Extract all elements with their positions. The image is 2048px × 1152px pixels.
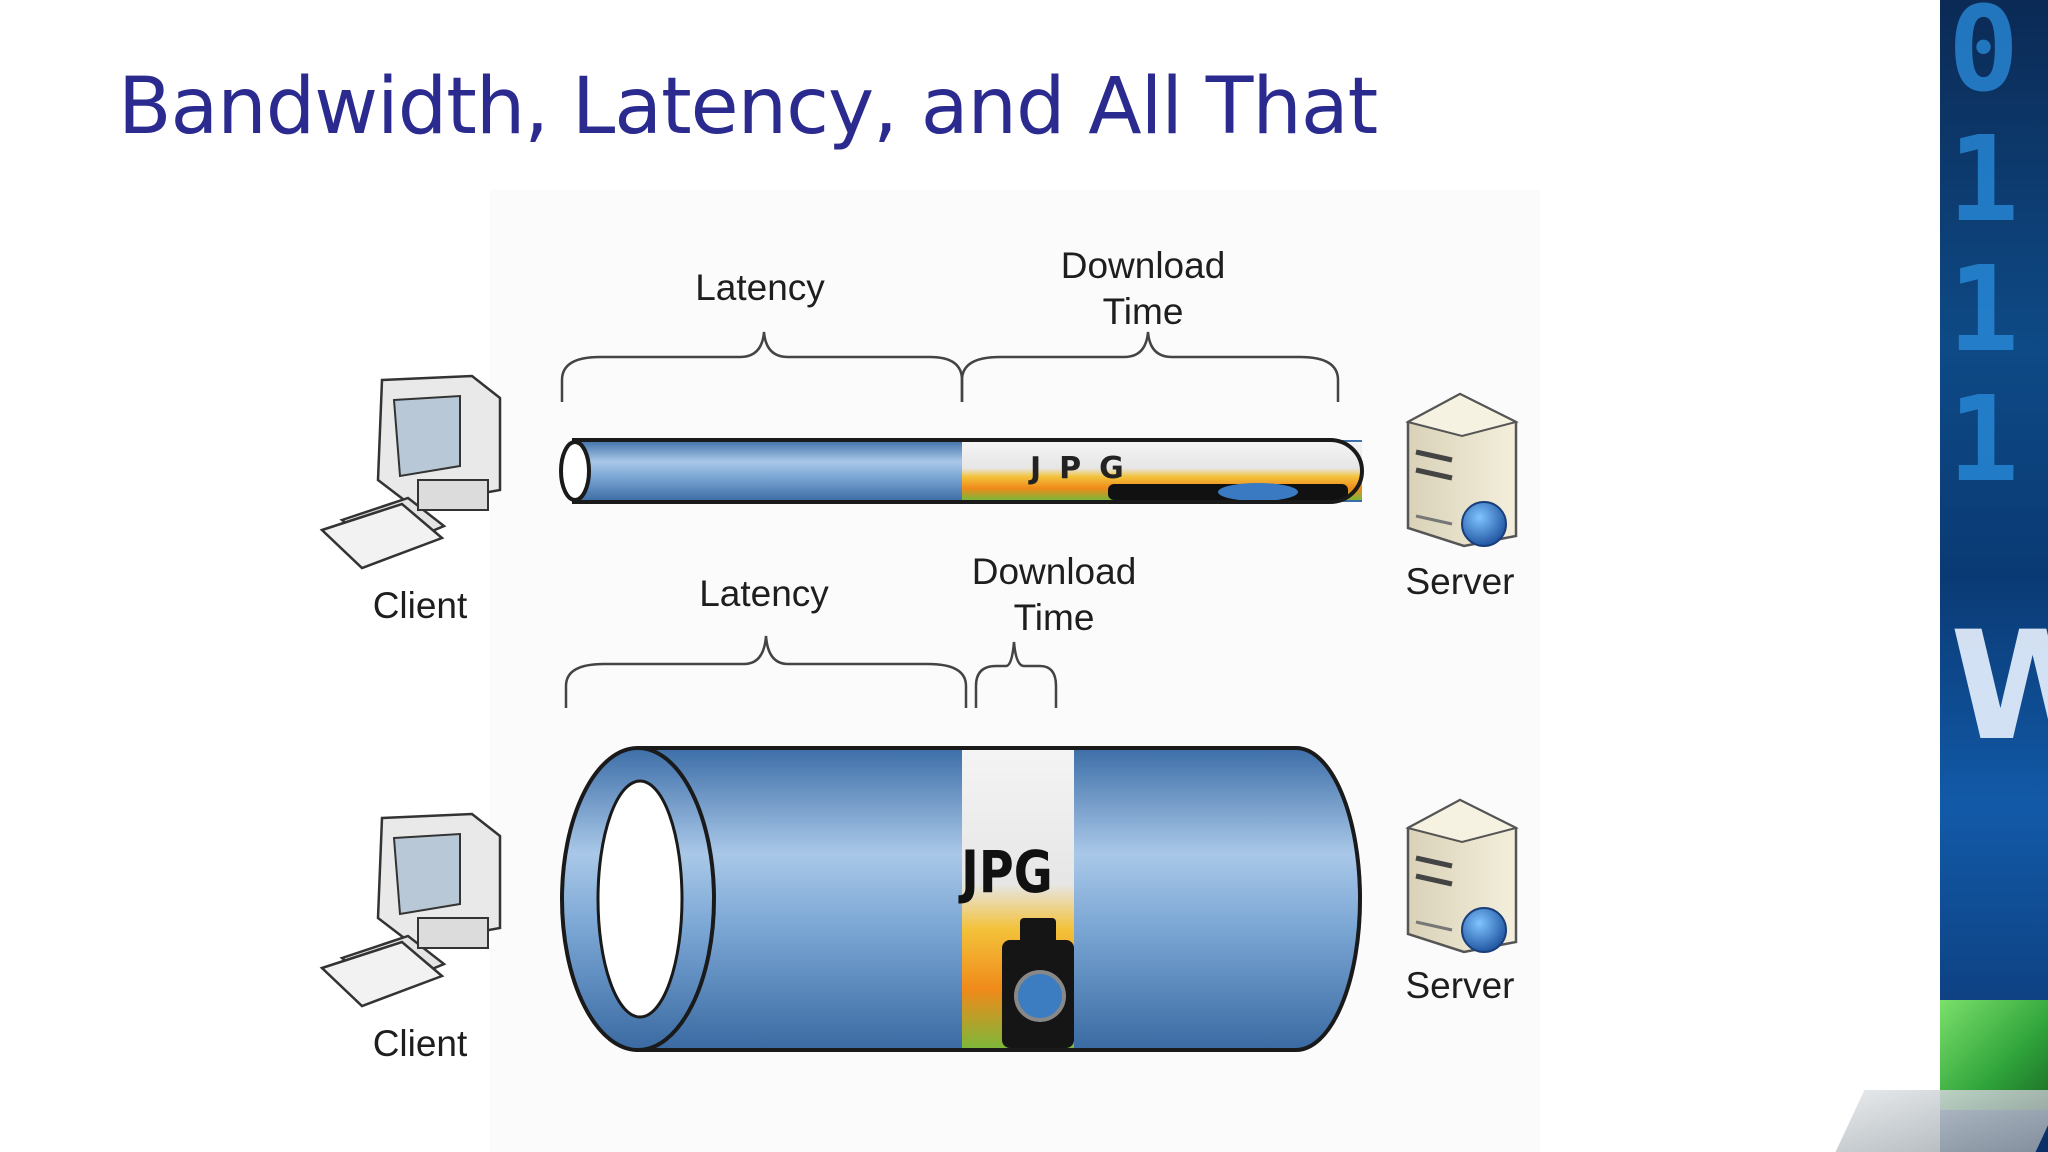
decorative-letter: W [1950, 600, 2048, 774]
decorative-side-strip: 0 1 1 1 W [1940, 0, 2048, 1152]
download-label: Download [1061, 245, 1226, 286]
latency-label: Latency [695, 267, 825, 308]
camera-icon [1218, 483, 1298, 501]
wide-pipe: JPG [560, 746, 1362, 1052]
server-label: Server [1406, 965, 1515, 1006]
bottom-diagram: Latency Download Time JPG [319, 551, 1519, 1064]
jpg-label: JPG [958, 838, 1052, 906]
latency-label: Latency [699, 573, 829, 614]
binary-digit: 1 [1948, 110, 2020, 248]
download-time-brace [974, 641, 1058, 708]
server-tower-icon [1405, 392, 1519, 548]
slide-title: Bandwidth, Latency, and All That [118, 62, 1378, 152]
jpg-label: JPG [1028, 451, 1142, 486]
server-label: Server [1406, 561, 1515, 602]
server-tower-icon [1405, 798, 1519, 954]
client-computer-icon [319, 374, 502, 570]
client-label: Client [373, 585, 468, 626]
globe-icon [1461, 907, 1507, 953]
binary-digit: 0 [1948, 0, 2020, 118]
globe-icon [1461, 501, 1507, 547]
binary-digit: 1 [1948, 370, 2020, 508]
latency-brace [564, 635, 968, 708]
top-diagram: Latency Download Time JPG Client [319, 245, 1519, 626]
client-computer-icon [319, 812, 502, 1008]
latency-brace [560, 331, 964, 402]
narrow-pipe: JPG [559, 438, 1364, 504]
download-time-brace [960, 331, 1340, 402]
download-label: Download [972, 551, 1137, 592]
binary-digit: 1 [1948, 240, 2020, 378]
download-label-time: Time [1014, 597, 1095, 638]
client-label: Client [373, 1023, 468, 1064]
download-label-time: Time [1103, 291, 1184, 332]
camera-icon [1002, 918, 1074, 1048]
